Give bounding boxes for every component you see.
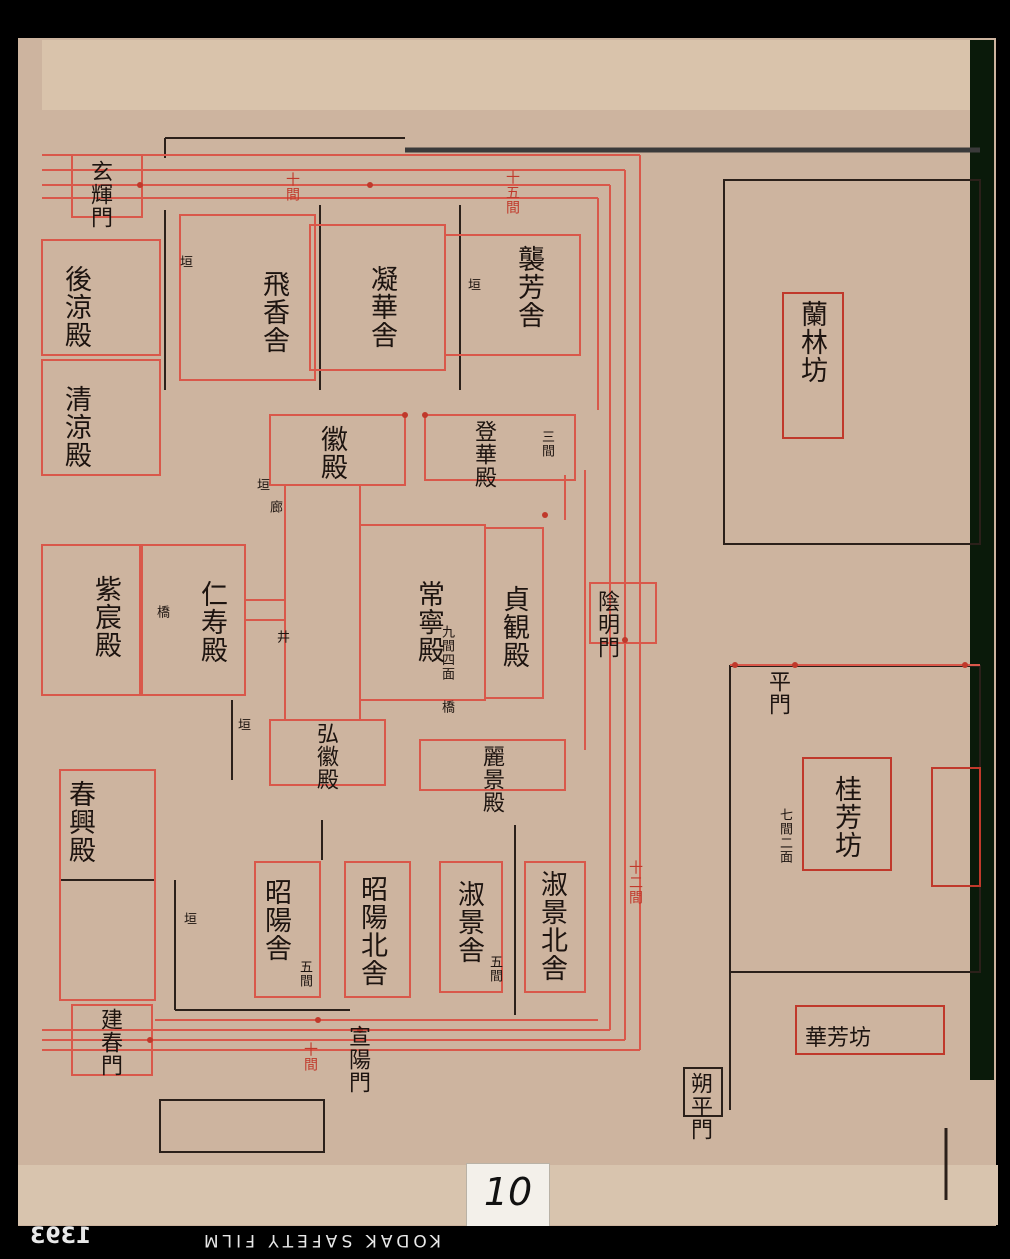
shunkoden-label: 春興殿 — [64, 780, 95, 864]
film-strip — [0, 1226, 1010, 1259]
shishinden-label: 紫宸殿 — [90, 575, 121, 659]
seiryoden-label: 清涼殿 — [60, 385, 91, 469]
showasha-span: 五間 — [297, 960, 312, 988]
ingimon-label: 陰明門 — [594, 590, 619, 659]
reikeiden-label: 麗景殿 — [479, 745, 504, 814]
bridge-label-2: 橋 — [439, 700, 454, 714]
ryorinbo-label: 蘭林坊 — [796, 300, 827, 384]
shigeihoku-label: 淑景北舎 — [536, 870, 567, 982]
fence-label-3: 垣 — [254, 478, 269, 492]
film-id: 1393 — [30, 1224, 92, 1249]
ogimon-label: 宣陽門 — [345, 1025, 370, 1094]
joneiden-label: 常寧殿 — [413, 580, 444, 664]
gyokasha-label: 凝華舎 — [366, 265, 397, 349]
kiden-label: 徽殿 — [316, 425, 347, 481]
kokiden-label: 弘徽殿 — [313, 722, 338, 791]
fence-label-5: 垣 — [181, 912, 196, 926]
corridor-label: 廊 — [267, 500, 282, 514]
paper-top-strip — [42, 40, 978, 110]
tokaden-span: 三間 — [539, 430, 554, 458]
teikanden-label: 貞観殿 — [498, 585, 529, 669]
heimon-label: 平門 — [765, 670, 790, 716]
page-number: 10 — [483, 1170, 533, 1214]
joneiden-span: 九間四面 — [439, 625, 454, 681]
fence-label-2: 垣 — [465, 278, 480, 292]
span-label-12: 十二間 — [627, 860, 643, 905]
keihobo-label: 桂芳坊 — [830, 775, 861, 859]
well-label: 井 — [274, 630, 289, 644]
page-number-card: 10 — [466, 1163, 550, 1227]
jiju-label: 仁寿殿 — [196, 580, 227, 664]
fence-label-4: 垣 — [235, 718, 250, 732]
shigeisha-label: 襲芳舎 — [513, 245, 544, 329]
span-label-10b: 十間 — [302, 1042, 318, 1072]
fence-label-1: 垣 — [177, 255, 192, 269]
bridge-label: 橋 — [154, 605, 169, 619]
right-edge-shadow — [970, 40, 994, 1080]
red-dots — [137, 182, 968, 1043]
span-label-15: 十五間 — [504, 170, 520, 215]
showasha-label: 昭陽舎 — [260, 878, 291, 962]
sakuheimon-label: 朔平門 — [687, 1072, 712, 1141]
shigeisha2-label: 淑景舎 — [453, 880, 484, 964]
keihobo-span: 七間二面 — [777, 808, 792, 864]
korakuden-label: 後涼殿 — [60, 265, 91, 349]
hikyosha-label: 飛香舎 — [258, 270, 289, 354]
kenshunmon-label: 建春門 — [97, 1008, 122, 1077]
span-label-10: 十間 — [284, 172, 300, 202]
shoyohokusha-label: 昭陽北舎 — [356, 875, 387, 987]
kazadono-label: 華芳坊 — [805, 1026, 872, 1051]
genkimon-label: 玄輝門 — [87, 160, 112, 229]
shigeisha-span: 五間 — [487, 955, 502, 983]
red-lines — [41, 154, 981, 1076]
tokaden-label: 登華殿 — [471, 420, 496, 489]
film-brand: KODAK SAFETY FILM — [200, 1230, 441, 1250]
